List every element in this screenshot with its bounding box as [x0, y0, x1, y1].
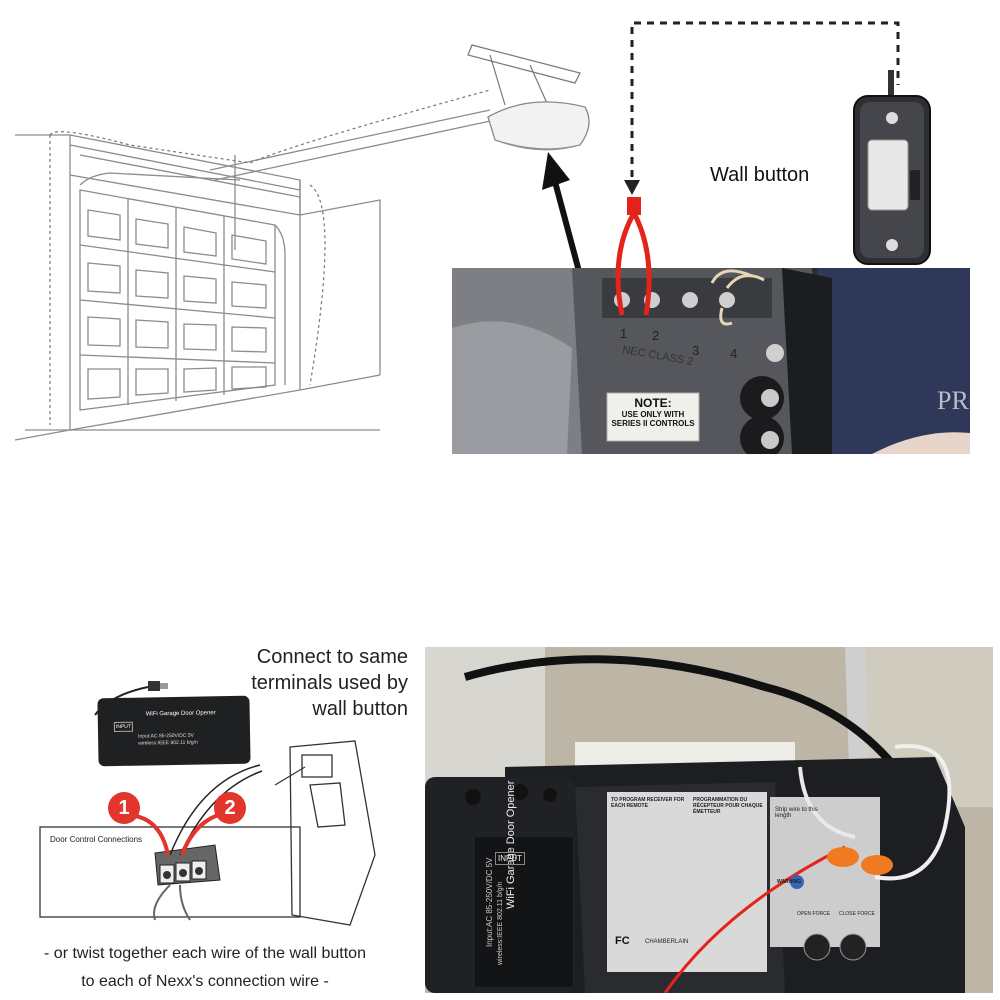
wall-button-device: [853, 70, 931, 265]
terminal-number-2: 2: [652, 328, 660, 343]
red-wires: [615, 197, 652, 316]
terminal-number-1: 1: [620, 326, 628, 341]
wifi-device-illustration: INPUT WiFi Garage Door Opener Input:AC 8…: [97, 695, 251, 767]
wiring-heading: Connect to same terminals used by wall b…: [222, 644, 408, 722]
heading-line-3: wall button: [312, 698, 408, 720]
panel-heading-en: TO PROGRAM RECEIVER FOR EACH REMOTE: [611, 797, 685, 809]
terminal-number-3: 3: [692, 343, 700, 358]
device-input-2: wireless:IEEE 802.11 b/g/n: [138, 739, 198, 747]
wiring-caption: - or twist together each wire of the wal…: [10, 940, 400, 996]
panel-heading-fr: PROGRAMMATION DU RÉCEPTEUR POUR CHAQUE É…: [693, 797, 763, 815]
opener-unit-icon: [487, 101, 590, 151]
caption-line-2: to each of Nexx's connection wire -: [81, 973, 329, 990]
warning-label: WARNING: [777, 879, 802, 885]
heading-line-1: Connect to same: [256, 646, 408, 668]
strip-wire-label: Strip wire to this length: [775, 807, 818, 819]
photo-device-input: Input:AC 85-250V/DC 5V: [485, 857, 494, 947]
brand-fragment: PRO: [937, 386, 970, 415]
terminal-block-icon: [154, 844, 221, 886]
brand-label: CHAMBERLAIN: [645, 939, 689, 945]
photo-device-title: WiFi Garage Door Opener: [505, 780, 517, 909]
close-force-label: CLOSE FORCE: [839, 911, 875, 917]
wall-button-label: Wall button: [710, 164, 810, 186]
wiring-diagram: [39, 681, 376, 926]
opener-terminal-photo: 1 2 3 4 NEC CLASS 2 NOTE: USE ONLY WITH …: [452, 268, 970, 454]
terminal-number-4: 4: [730, 346, 738, 361]
note-line-2: SERIES II CONTROLS: [611, 419, 695, 428]
marker-1: 1: [108, 792, 140, 824]
fc-mark: FC: [615, 935, 630, 947]
device-input: Input:AC 85-250V/DC 5V: [138, 732, 195, 740]
photo-device-tag: INPUT: [495, 852, 525, 865]
note-label: NOTE: USE ONLY WITH SERIES II CONTROLS: [607, 396, 699, 428]
wire-dashed-line: [624, 21, 900, 195]
photo-device-input-2: wireless:IEEE 802.11 b/g/n: [497, 881, 504, 965]
door-control-label: Door Control Connections: [50, 835, 143, 844]
installation-photo: WiFi Garage Door Opener Input:AC 85-250V…: [425, 647, 993, 993]
garage-door-illustration: [14, 44, 590, 441]
note-line-1: USE ONLY WITH: [621, 410, 685, 419]
heading-line-2: terminals used by: [251, 672, 408, 694]
pointer-arrow-icon: [542, 152, 583, 276]
marker-2: 2: [214, 792, 246, 824]
open-force-label: OPEN FORCE: [797, 911, 831, 917]
caption-line-1: - or twist together each wire of the wal…: [44, 945, 366, 962]
device-tag: INPUT: [113, 721, 134, 733]
device-title: WiFi Garage Door Opener: [145, 710, 216, 718]
note-title: NOTE:: [634, 396, 672, 410]
